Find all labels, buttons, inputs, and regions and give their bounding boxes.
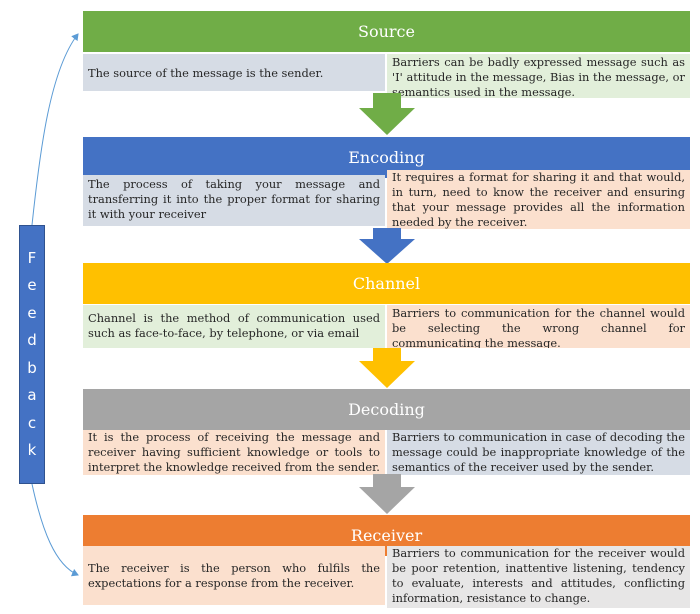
arrow-encoding-to-channel bbox=[359, 228, 415, 264]
stage-channel-description: Channel is the method of communication u… bbox=[83, 305, 385, 348]
stage-channel-header: Channel bbox=[83, 263, 690, 304]
stage-decoding-description: It is the process of receiving the messa… bbox=[83, 430, 385, 475]
stage-encoding-description: The process of taking your message and t… bbox=[83, 175, 385, 226]
feedback-arrow-to-source bbox=[31, 33, 79, 226]
feedback-letter: F bbox=[27, 248, 37, 267]
arrow-source-to-encoding bbox=[359, 93, 415, 135]
feedback-letter: d bbox=[27, 331, 37, 349]
stage-source-barriers: Barriers can be badly expressed message … bbox=[387, 54, 690, 98]
stage-source-description: The source of the message is the sender. bbox=[83, 54, 385, 91]
feedback-letter: e bbox=[27, 303, 37, 322]
feedback-letter: b bbox=[27, 358, 37, 377]
feedback-letter: e bbox=[27, 276, 37, 294]
stage-receiver-title: Receiver bbox=[350, 526, 423, 545]
feedback-letter: c bbox=[27, 413, 37, 432]
stage-source-header: Source bbox=[83, 11, 690, 52]
arrow-decoding-to-receiver bbox=[359, 474, 415, 514]
feedback-arrow-to-receiver bbox=[31, 483, 79, 577]
stage-decoding-header: Decoding bbox=[83, 389, 690, 430]
feedback-arrows bbox=[31, 33, 79, 577]
arrow-channel-to-decoding bbox=[359, 348, 415, 388]
stage-encoding-title: Encoding bbox=[348, 148, 425, 167]
feedback-letter: k bbox=[27, 441, 37, 459]
stage-receiver-description: The receiver is the person who fulfils t… bbox=[83, 546, 385, 605]
stage-receiver-barriers: Barriers to communication for the receiv… bbox=[387, 546, 690, 608]
stage-channel-title: Channel bbox=[352, 274, 421, 293]
stage-channel-barriers: Barriers to communication for the channe… bbox=[387, 305, 690, 348]
feedback-letter: a bbox=[27, 386, 37, 404]
feedback-box: F e e d b a c k bbox=[19, 225, 45, 484]
stage-source-title: Source bbox=[358, 22, 415, 41]
stage-decoding-barriers: Barriers to communication in case of dec… bbox=[387, 430, 690, 475]
stage-decoding-title: Decoding bbox=[348, 400, 425, 419]
stage-encoding-barriers: It requires a format for sharing it and … bbox=[387, 170, 690, 229]
